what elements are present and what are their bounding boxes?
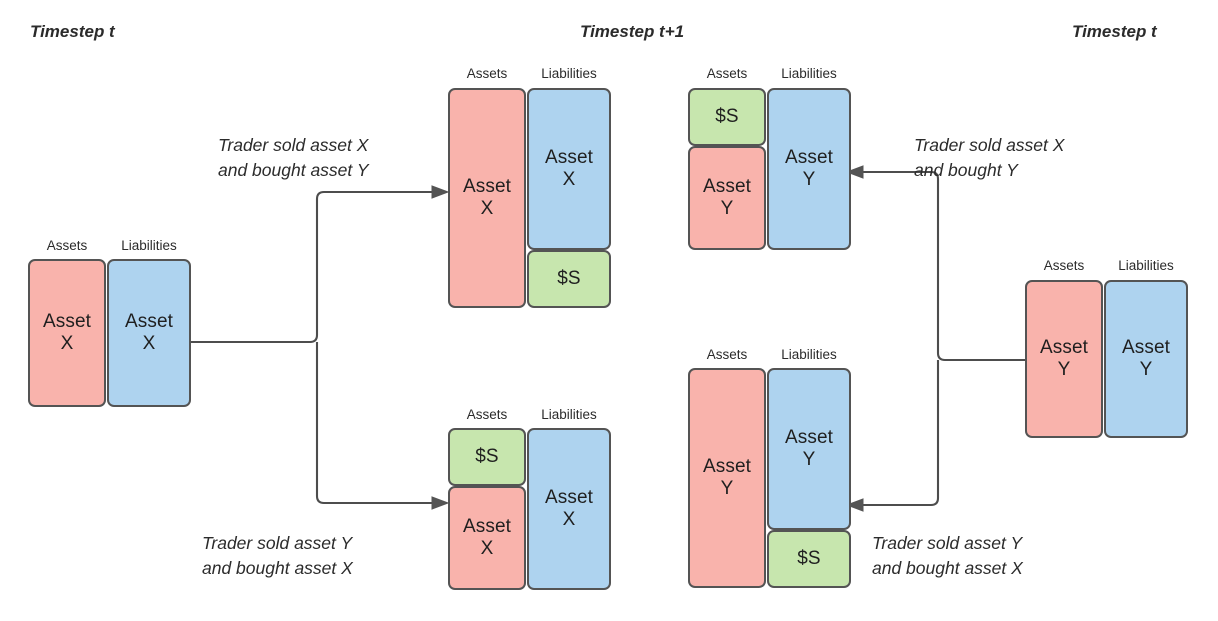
cell-label-line: X [60,333,74,354]
assets-column-header: Assets [466,66,508,81]
liabilities-column-header: Liabilities [541,407,597,422]
cell-label-line: X [480,538,494,559]
liabilities-column-header: Liabilities [781,66,837,81]
cell-label-line: Asset [1039,337,1089,359]
cell-label-line: Asset [462,176,512,198]
cell-label-line: Asset [462,516,512,538]
annotation-line: Trader sold asset X [218,135,369,155]
cell-label-line: Y [1057,359,1071,380]
assets-column-header: Assets [706,347,748,362]
cell-label-line: X [142,333,156,354]
liabilities-column-header: Liabilities [781,347,837,362]
cell-label-line: Asset [544,147,594,169]
cell-label-line: Asset [1121,337,1171,359]
assets-column-header: Assets [466,407,508,422]
liabilities-column-header: Liabilities [1118,258,1174,273]
balance-sheet-cell-midbot-assets-s: $S [448,428,526,486]
connector-left-trunk-to-bottom [315,342,440,505]
connector-right-trunk-to-bottom [858,360,940,507]
cell-label-line: X [480,198,494,219]
cell-label-line: $S [797,548,821,570]
arrow-mid-top-icon [431,185,450,199]
assets-column-header: Assets [1043,258,1085,273]
arrow-mid-bottom-icon [431,496,450,510]
annotation-line: Trader sold asset Y [202,533,353,553]
assets-column-header: Assets [706,66,748,81]
cell-label-line: $S [475,446,499,468]
annotation-right-top: Trader sold asset X and bought Y [914,133,1064,184]
annotation-line: and bought asset Y [218,160,369,181]
annotation-left-bottom: Trader sold asset Y and bought asset X [202,531,353,582]
liabilities-column-header: Liabilities [541,66,597,81]
assets-column-header: Assets [46,238,88,253]
cell-label-line: Asset [42,311,92,333]
cell-label-line: Asset [124,311,174,333]
connector-left-trunk-to-top [191,190,440,344]
cell-label-line: $S [715,106,739,128]
cell-label-line: Asset [784,427,834,449]
arrow-rt-top-icon [845,165,864,179]
timestep-title: Timestep t [1072,22,1157,41]
timestep-title: Timestep t+1 [580,22,685,41]
cell-label-line: Y [802,449,816,470]
cell-label-line: Asset [702,176,752,198]
annotation-line: Trader sold asset Y [872,533,1023,553]
cell-label-line: Asset [544,487,594,509]
cell-label-line: X [562,169,576,190]
cell-label-line: Asset [784,147,834,169]
cell-label-line: Y [720,478,734,499]
annotation-line: and bought Y [914,160,1018,181]
annotation-line: Trader sold asset X [914,135,1065,155]
cell-label-line: Y [720,198,734,219]
balance-sheet-cell-midtop-liab-s: $S [527,250,611,308]
annotation-right-bottom: Trader sold asset Y and bought asset X [872,531,1023,582]
cell-label-line: $S [557,268,581,290]
timestep-title: Timestep t [30,22,115,41]
balance-sheet-cell-rtop-assets-s: $S [688,88,766,146]
annotation-line: and bought asset X [872,558,1023,579]
cell-label-line: Asset [702,456,752,478]
balance-sheet-cell-rbot-liab-s: $S [767,530,851,588]
annotation-line: and bought asset X [202,558,353,579]
cell-label-line: X [562,509,576,530]
annotation-left-top: Trader sold asset X and bought asset Y [218,133,369,184]
connector-right-trunk-to-top [858,170,1025,362]
cell-label-line: Y [802,169,816,190]
liabilities-column-header: Liabilities [121,238,177,253]
arrow-rt-bottom-icon [845,498,864,512]
cell-label-line: Y [1139,359,1153,380]
